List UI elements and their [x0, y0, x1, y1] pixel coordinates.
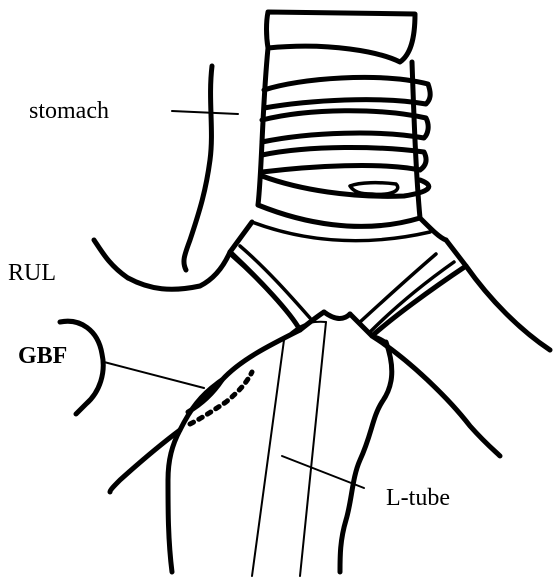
l-tube-left-line	[252, 340, 284, 576]
cartilage-ring-2	[262, 111, 428, 142]
trachea-tube	[252, 12, 446, 241]
l-tube-right-line	[300, 322, 326, 576]
carina	[324, 312, 350, 318]
stomach-label: stomach	[29, 98, 109, 124]
rul-label: RUL	[8, 260, 56, 286]
l-tube-leader	[282, 456, 364, 488]
right-bronchus-upper-wall	[466, 266, 550, 350]
tube-rim	[267, 12, 416, 62]
cartilage-fold	[350, 183, 398, 195]
lower-bronchus-right-wall	[340, 342, 392, 572]
left-bronchus-ring	[240, 246, 310, 318]
stomach-leader	[172, 111, 238, 114]
l-tube-label: L-tube	[386, 485, 450, 511]
gbf-leader	[104, 362, 204, 388]
right-bronchus-cuff	[350, 240, 466, 336]
rul-outline	[94, 240, 230, 289]
gbf-label: GBF	[18, 343, 67, 369]
right-bronchus-ring-2	[370, 262, 454, 332]
bronchial-tree	[110, 222, 550, 572]
cartilage-ring-1	[264, 77, 430, 108]
stomach-outline	[184, 66, 212, 270]
cartilage-ring-4	[262, 176, 429, 196]
tube-left-wall	[258, 48, 268, 205]
left-bronchus-ring-2	[232, 256, 298, 326]
cartilage-ring-3	[262, 147, 426, 172]
l-tube	[252, 322, 326, 576]
